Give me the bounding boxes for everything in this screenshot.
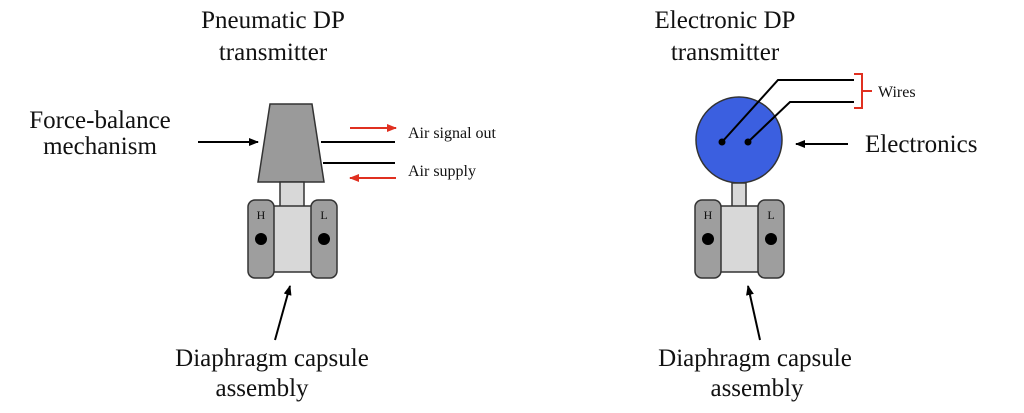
pneumatic-title-line1: Pneumatic DP xyxy=(201,7,345,34)
capsule-body xyxy=(716,205,763,273)
low-port-label: L xyxy=(767,208,774,222)
high-port-label: H xyxy=(704,208,713,222)
high-port-hole xyxy=(255,233,267,245)
pneumatic-transmitter: Pneumatic DP transmitter Force-balance m… xyxy=(29,7,496,402)
wire-2 xyxy=(747,101,854,143)
low-port-label: L xyxy=(320,208,327,222)
force-balance-label-line1: Force-balance xyxy=(29,107,171,134)
high-port-label: H xyxy=(257,208,266,222)
capsule-body xyxy=(269,205,316,273)
air-supply-label: Air supply xyxy=(408,163,476,180)
electronics-label: Electronics xyxy=(865,131,977,158)
wires-bracket xyxy=(854,73,872,109)
pneumatic-capsule-label-line2: assembly xyxy=(215,375,309,402)
force-balance-label-line2: mechanism xyxy=(43,133,157,160)
high-port-hole xyxy=(702,233,714,245)
electronic-title-line2: transmitter xyxy=(671,39,780,66)
pneumatic-capsule-label-line1: Diaphragm capsule xyxy=(175,345,369,372)
pneumatic-diaphragm-capsule: H L xyxy=(247,199,338,279)
electronic-transmitter: Electronic DP transmitter Wires Electron… xyxy=(655,7,978,402)
wire-1 xyxy=(721,79,854,143)
pneumatic-neck xyxy=(279,181,305,209)
electronic-title-line1: Electronic DP xyxy=(655,7,796,34)
wire-terminal-1 xyxy=(718,138,726,146)
capsule-pointer-arrow xyxy=(746,285,761,341)
air-signal-out-label: Air signal out xyxy=(408,125,497,142)
low-port-hole xyxy=(765,233,777,245)
low-port-hole xyxy=(318,233,330,245)
electronic-diaphragm-capsule: H L xyxy=(694,199,785,279)
force-balance-mechanism xyxy=(257,103,325,183)
pneumatic-title-line2: transmitter xyxy=(219,39,328,66)
electronic-neck xyxy=(731,182,747,208)
wires-label: Wires xyxy=(878,84,916,101)
electronics-housing xyxy=(695,96,783,184)
electronic-capsule-label-line2: assembly xyxy=(710,375,804,402)
electronic-capsule-label-line1: Diaphragm capsule xyxy=(658,345,852,372)
capsule-pointer-arrow xyxy=(274,285,292,341)
wire-terminal-2 xyxy=(744,138,752,146)
